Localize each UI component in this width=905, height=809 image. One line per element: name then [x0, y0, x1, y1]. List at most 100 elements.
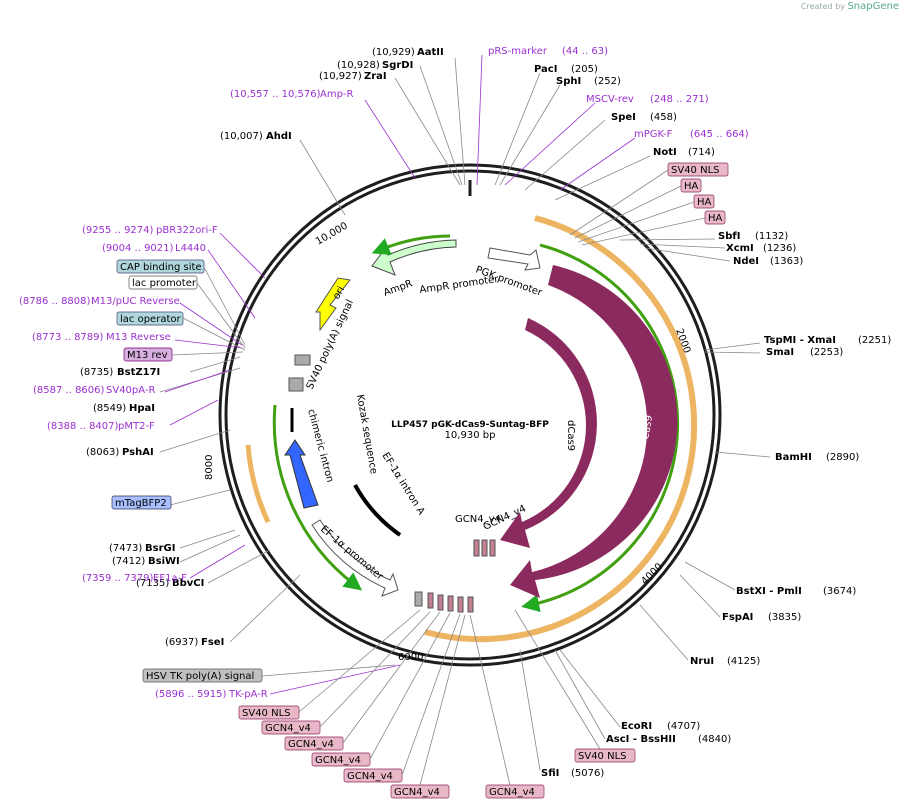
kozak-label: Kozak sequence — [354, 394, 379, 475]
dcas9-arrow[interactable] — [500, 318, 597, 548]
enzyme-name: BstXI - PmlI — [736, 586, 802, 597]
enzyme-pos: (4707) — [667, 721, 700, 732]
snapgene-logo: SnapGene — [847, 1, 899, 12]
feature-box[interactable] — [238, 705, 300, 720]
feature-box[interactable] — [693, 194, 715, 209]
enzyme-name: PacI — [534, 64, 557, 75]
enzyme-name: SbfI — [718, 231, 740, 242]
primer-pos: (7359 .. 7379) — [82, 573, 154, 584]
feature-box-label: GCN4_v4 — [288, 739, 334, 750]
snapgene-branding: Created by SnapGene — [801, 1, 899, 12]
feature-box[interactable] — [123, 347, 173, 362]
enzyme-pos: (7135) — [136, 578, 169, 589]
enzyme-pos: (10,007) — [220, 131, 263, 142]
enzyme-name: SphI — [556, 76, 581, 87]
feature-box[interactable] — [311, 752, 371, 767]
ef1a-intron-bar[interactable] — [353, 484, 402, 537]
tick-label: 8000 — [204, 455, 215, 480]
feature-box-label: HSV TK poly(A) signal — [146, 671, 254, 682]
feature-box[interactable] — [485, 784, 545, 799]
sv40-polya-block[interactable] — [294, 354, 311, 366]
backbone-outer-ring — [218, 163, 722, 667]
cas9-arrow[interactable] — [510, 265, 678, 598]
feature-box[interactable] — [284, 736, 344, 751]
ampr-arrow[interactable] — [371, 239, 457, 276]
feature-box[interactable] — [142, 668, 263, 683]
primer-pos: (44 .. 63) — [562, 46, 608, 57]
feature-box-label: HA — [684, 181, 699, 192]
plasmid-name: LLP457 pGK-dCas9-Suntag-BFP — [391, 420, 549, 430]
primer-name: EF1a-F — [153, 573, 187, 584]
feature-box-label: lac operator — [120, 314, 181, 325]
feature-box[interactable] — [574, 748, 636, 763]
feature-box[interactable] — [680, 178, 702, 193]
feature-box[interactable] — [261, 720, 321, 735]
primer-name: pBR322ori-F — [156, 225, 218, 236]
enzyme-pos: (205) — [571, 64, 598, 75]
feature-boxes: SV40 NLS HA HA HA CAP binding site lac p… — [111, 162, 729, 799]
enzyme-labels-top: (10,929) AatII (10,928) SgrDI (10,927) Z… — [220, 47, 891, 779]
primer-pos: (248 .. 271) — [650, 94, 709, 105]
enzyme-name: FseI — [201, 637, 224, 648]
enzyme-pos: (8735) — [80, 367, 113, 378]
enzyme-pos: (714) — [688, 147, 715, 158]
enzyme-pos: (2253) — [810, 347, 843, 358]
primer-pos: (10,557 .. 10,576) — [230, 89, 321, 100]
feature-box[interactable] — [667, 162, 729, 177]
gcn4-inner-block — [481, 539, 488, 557]
mtagbfp2-arrow[interactable] — [284, 439, 319, 509]
enzyme-pos: (7412) — [112, 556, 145, 567]
feature-box-label: lac promoter — [132, 278, 197, 289]
enzyme-name: SpeI — [611, 112, 636, 123]
enzyme-pos: (10,928) — [337, 60, 380, 71]
primer-name: pMT2-F — [118, 421, 155, 432]
primer-pos: (645 .. 664) — [690, 129, 749, 140]
primer-name: MSCV-rev — [586, 94, 634, 105]
feature-box-label: M13 rev — [127, 350, 168, 361]
enzyme-name: TspMI - XmaI — [764, 335, 836, 346]
pgk-promoter-arrow[interactable] — [487, 247, 541, 271]
feature-box-label: SV40 NLS — [242, 708, 291, 719]
feature-box-label: GCN4_v4 — [315, 755, 361, 766]
feature-box[interactable] — [128, 275, 198, 290]
primer-name: pRS-marker — [488, 46, 548, 57]
feature-box-label: GCN4_v4 — [394, 787, 440, 798]
enzyme-name: XcmI — [726, 243, 754, 254]
enzyme-name: AhdI — [266, 131, 292, 142]
feature-box-label: GCN4_v4 — [265, 723, 311, 734]
feature-box[interactable] — [116, 259, 205, 274]
enzyme-name: BsrGI — [145, 543, 175, 554]
primer-pos: (8587 .. 8606) — [33, 385, 105, 396]
enzyme-pos: (8063) — [86, 447, 119, 458]
feature-box-label: HA — [708, 213, 723, 224]
enzyme-pos: (7473) — [109, 543, 142, 554]
feature-box-label: SV40 NLS — [671, 165, 720, 176]
ori-arrow[interactable] — [315, 277, 351, 332]
primer-pos: (9255 .. 9274) — [82, 225, 154, 236]
enzyme-pos: (10,929) — [372, 47, 415, 58]
green-feature-arc-right — [521, 243, 680, 612]
feature-box[interactable] — [704, 210, 726, 225]
gray-block — [288, 377, 304, 392]
gray-block-bottom — [414, 591, 423, 607]
feature-box[interactable] — [343, 768, 403, 783]
tick-label: 6000 — [398, 652, 423, 663]
plasmid-size: 10,930 bp — [445, 430, 496, 441]
ampr-label: AmpR — [382, 278, 414, 299]
gcn4-inner-label: GCN4_v4 — [455, 514, 501, 525]
primer-name: mPGK-F — [634, 129, 673, 140]
primer-name: Amp-R — [320, 89, 354, 100]
enzyme-pos: (4125) — [727, 656, 760, 667]
enzyme-name: ZraI — [364, 71, 387, 82]
primer-pos: (8786 .. 8808) — [19, 296, 91, 307]
ef1a-promoter-arrow[interactable] — [311, 519, 399, 597]
enzyme-pos: (1363) — [770, 256, 803, 267]
enzyme-pos: (4840) — [698, 734, 731, 745]
leader-lines — [159, 57, 771, 771]
enzyme-name: AatII — [417, 47, 444, 58]
feature-box[interactable] — [111, 495, 172, 510]
enzyme-pos: (8549) — [93, 403, 126, 414]
enzyme-pos: (458) — [650, 112, 677, 123]
feature-box[interactable] — [116, 311, 184, 326]
